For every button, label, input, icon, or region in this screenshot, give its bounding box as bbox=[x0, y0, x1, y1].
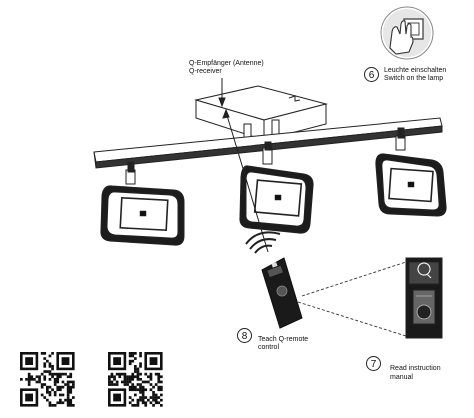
spotlight-middle bbox=[239, 141, 314, 234]
wireless-signal-icon bbox=[245, 231, 281, 254]
step8-label-line2: control bbox=[258, 344, 280, 351]
spotlight-left bbox=[100, 161, 185, 246]
step8-label-line1: Teach Q-remote bbox=[258, 336, 309, 343]
remote-control bbox=[261, 257, 303, 329]
step6-label-de: Leuchte einschalten bbox=[384, 67, 447, 74]
qr-code-2 bbox=[106, 350, 165, 409]
step-number-6: 6 bbox=[364, 67, 379, 82]
remote-control-closeup bbox=[405, 257, 443, 339]
zoom-projection bbox=[297, 261, 407, 337]
step-number-8: 8 bbox=[237, 328, 252, 343]
step7-label-line2: manual bbox=[390, 374, 413, 381]
antenna-label-de: Q-Empfänger (Antenne) bbox=[189, 60, 264, 67]
step6-label-en: Switch on the lamp bbox=[384, 75, 444, 82]
spotlight-right bbox=[375, 127, 447, 217]
hand-pressing-switch-icon bbox=[380, 6, 434, 60]
qr-code-1 bbox=[18, 350, 77, 409]
step-number-7: 7 bbox=[366, 356, 381, 371]
step7-label-line1: Read instruction bbox=[390, 365, 441, 372]
antenna-label-en: Q-receiver bbox=[189, 68, 222, 75]
antenna-pointer bbox=[218, 78, 269, 253]
